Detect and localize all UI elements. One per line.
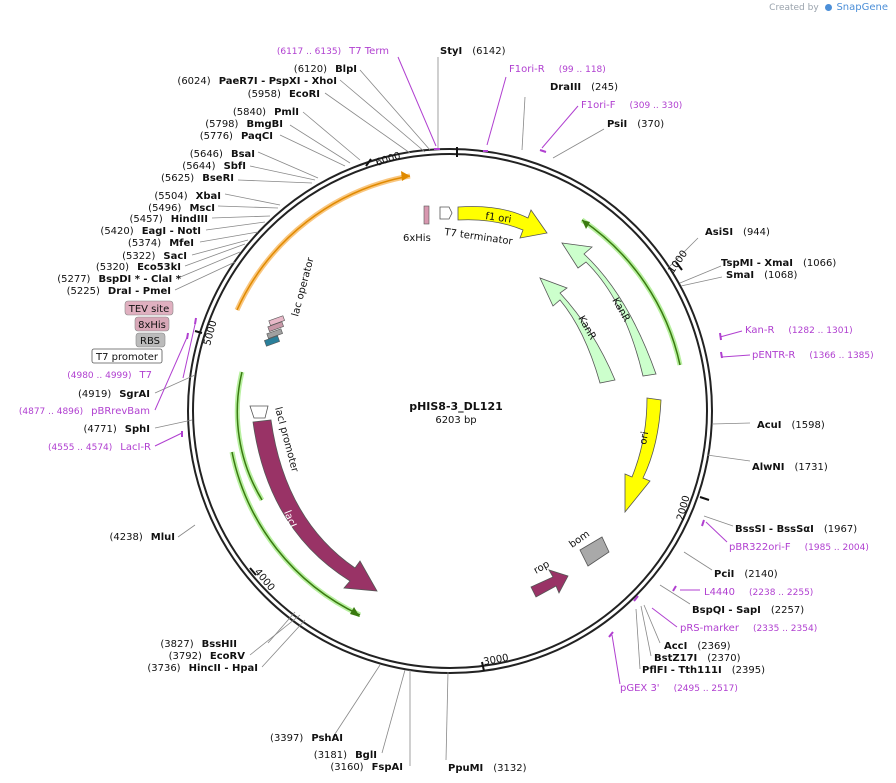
enzyme-sphi[interactable]: (4771)SphI — [84, 424, 150, 435]
snapgene-brand: Created by SnapGene — [769, 2, 888, 13]
tick-label-6000: 6000 — [375, 151, 403, 169]
enzyme-mlui[interactable]: (4238)MluI — [110, 532, 175, 543]
enzyme-leaders — [154, 57, 751, 766]
enzyme-ppumi[interactable]: PpuMI(3132) — [448, 763, 527, 774]
enzyme-xbai[interactable]: (5504)XbaI — [154, 191, 221, 202]
primer-t7[interactable]: (4980 .. 4999)T7 — [67, 370, 152, 381]
enzyme-paer7i-pspxi-xhoi[interactable]: (6024)PaeR7I - PspXI - XhoI — [177, 76, 337, 87]
enzyme-bspqi-sapi[interactable]: BspQI - SapI(2257) — [692, 605, 804, 616]
feature-kanr-2: KanR — [539, 277, 616, 384]
label-8xhis: 8xHis — [138, 320, 166, 331]
primer-f1ori-r[interactable]: F1ori-R(99 .. 118) — [509, 64, 606, 75]
feature-kanr-1: KanR — [561, 242, 657, 377]
primer-t7-term[interactable]: (6117 .. 6135)T7 Term — [277, 46, 389, 57]
enzyme-sbfi[interactable]: (5644)SbfI — [182, 161, 246, 172]
enzyme-bsshii[interactable]: (3827)BssHII — [160, 639, 237, 650]
enzymes-left: (6120)BlpI (6024)PaeR7I - PspXI - XhoI (… — [57, 64, 403, 773]
label-lac-operator: lac operator — [290, 256, 317, 318]
primer-kan-r[interactable]: Kan-R(1282 .. 1301) — [745, 325, 853, 336]
tick-marks — [194, 147, 710, 672]
primer-leaders — [154, 56, 751, 685]
enzyme-acui[interactable]: AcuI(1598) — [757, 420, 825, 431]
enzyme-bsssi[interactable]: BssSI - BssSαI(1967) — [735, 524, 857, 535]
plasmid-length: 6203 bp — [435, 415, 476, 426]
feature-rop: rop — [530, 559, 569, 598]
plasmid-name: pHIS8-3_DL121 — [409, 400, 503, 413]
enzyme-pshai[interactable]: (3397)PshAI — [270, 733, 343, 744]
label-6xhis: 6xHis — [403, 233, 431, 244]
primer-marks — [181, 148, 723, 638]
enzyme-sgrai[interactable]: (4919)SgrAI — [78, 389, 150, 400]
label-tev-site: TEV site — [128, 304, 170, 315]
feature-lac-operator-group: lac operator — [264, 256, 317, 347]
label-t7-terminator: T7 terminator — [443, 227, 515, 248]
backbone — [187, 148, 713, 674]
feature-f1-ori: f1 ori — [457, 206, 548, 239]
enzyme-pmli[interactable]: (5840)PmlI — [233, 107, 299, 118]
enzyme-hincii-hpai[interactable]: (3736)HincII - HpaI — [147, 663, 258, 674]
primer-pgex-3[interactable]: pGEX 3'(2495 .. 2517) — [620, 683, 738, 694]
enzyme-ecori[interactable]: (5958)EcoRI — [248, 89, 320, 100]
enzyme-drai-pmei[interactable]: (5225)DraI - PmeI — [67, 286, 171, 297]
label-f1-ori: f1 ori — [485, 211, 512, 226]
tick-label-1000: 1000 — [666, 249, 690, 276]
orf-arcs — [229, 171, 683, 618]
enzyme-paqci[interactable]: (5776)PaqCI — [200, 131, 273, 142]
enzyme-bgli[interactable]: (3181)BglI — [314, 750, 377, 761]
feature-ori: ori — [624, 397, 662, 514]
enzyme-ecorv[interactable]: (3792)EcoRV — [169, 651, 246, 662]
snapgene-logo-icon — [824, 4, 832, 11]
brand-prefix: Created by — [769, 3, 819, 13]
enzyme-eagi-noti[interactable]: (5420)EagI - NotI — [100, 226, 201, 237]
enzyme-acci[interactable]: AccI(2369) — [664, 641, 731, 652]
enzyme-styi[interactable]: StyI(6142) — [440, 46, 506, 57]
enzyme-mfei[interactable]: (5374)MfeI — [128, 238, 194, 249]
label-rop: rop — [532, 559, 552, 577]
boxed-labels: TEV site 8xHis RBS T7 promoter — [91, 300, 174, 364]
enzyme-bspdi-clai[interactable]: (5277)BspDI * - ClaI * — [57, 274, 182, 285]
enzyme-smai[interactable]: SmaI(1068) — [726, 270, 797, 281]
feature-6xhis: 6xHis — [403, 205, 431, 244]
tick-label-5000: 5000 — [202, 319, 219, 346]
enzyme-bsai[interactable]: (5646)BsaI — [190, 149, 255, 160]
tick-label-3000: 3000 — [483, 653, 510, 668]
primer-prs-marker[interactable]: pRS-marker(2335 .. 2354) — [680, 623, 817, 634]
label-kanr-1: KanR — [609, 296, 631, 324]
primers-right: F1ori-R(99 .. 118) F1ori-F(309 .. 330) K… — [509, 64, 874, 694]
enzyme-psii[interactable]: PsiI(370) — [607, 119, 664, 130]
primer-pbr322ori-f[interactable]: pBR322ori-F(1985 .. 2004) — [729, 542, 869, 553]
primer-laci-r[interactable]: (4555 .. 4574)LacI-R — [48, 442, 151, 453]
enzyme-eco53ki[interactable]: (5320)Eco53kI — [96, 262, 181, 273]
enzyme-bmgbi[interactable]: (5798)BmgBI — [205, 119, 283, 130]
enzyme-saci[interactable]: (5322)SacI — [122, 251, 187, 262]
enzyme-bstz17i[interactable]: BstZ17I(2370) — [654, 653, 741, 664]
enzyme-hindiii[interactable]: (5457)HindIII — [129, 214, 208, 225]
feature-bom: bom — [567, 529, 610, 567]
primers-left: (6117 .. 6135)T7 Term (4980 .. 4999)T7 (… — [19, 46, 389, 453]
feature-laci: lacI — [252, 419, 378, 592]
enzyme-tspmi-xmai[interactable]: TspMI - XmaI(1066) — [721, 258, 836, 269]
enzymes-right: StyI(6142) DraIII(245) PsiI(370) AsiSI(9… — [440, 46, 857, 774]
enzyme-bseri[interactable]: (5625)BseRI — [161, 173, 234, 184]
enzyme-draiii[interactable]: DraIII(245) — [550, 82, 618, 93]
brand-name: SnapGene — [836, 2, 888, 13]
primer-pbrrevbam[interactable]: (4877 .. 4896)pBRrevBam — [19, 406, 150, 417]
enzyme-asisi[interactable]: AsiSI(944) — [705, 227, 770, 238]
enzyme-pcii[interactable]: PciI(2140) — [714, 569, 778, 580]
label-ori: ori — [638, 431, 651, 446]
primer-pentr-r[interactable]: pENTR-R(1366 .. 1385) — [752, 350, 874, 361]
primer-l4440[interactable]: L4440(2238 .. 2255) — [704, 587, 813, 598]
primer-f1ori-f[interactable]: F1ori-F(309 .. 330) — [581, 100, 682, 111]
enzyme-msci[interactable]: (5496)MscI — [148, 203, 215, 214]
label-rbs: RBS — [140, 336, 160, 347]
enzyme-pflfi-tth111i[interactable]: PflFI - Tth111I(2395) — [642, 665, 765, 676]
enzyme-alwni[interactable]: AlwNI(1731) — [752, 462, 828, 473]
label-t7-promoter: T7 promoter — [95, 352, 159, 363]
enzyme-blpi[interactable]: (6120)BlpI — [294, 64, 357, 75]
enzyme-fspai[interactable]: (3160)FspAI — [330, 762, 403, 773]
